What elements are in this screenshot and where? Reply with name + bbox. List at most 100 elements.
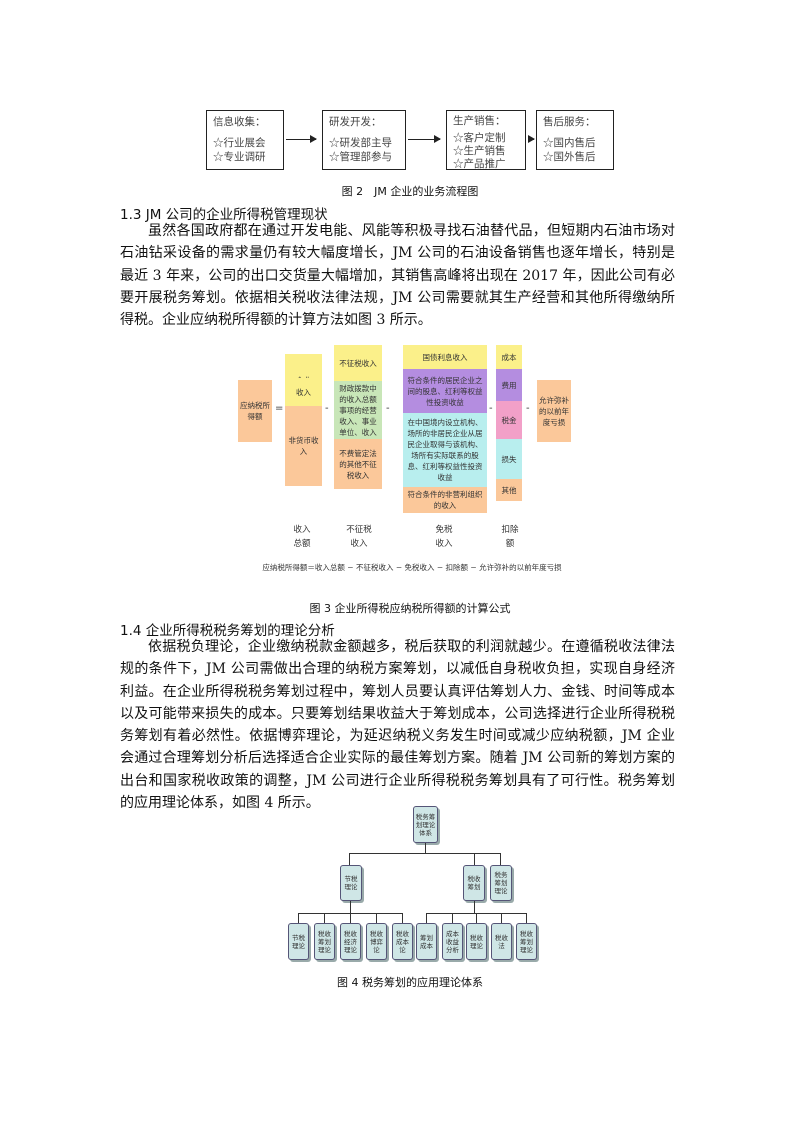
section-13-heading: 1.3 JM 公司的企业所得税管理现状 xyxy=(120,207,328,223)
fig4-connector xyxy=(452,913,453,923)
fig2-caption: 图 2 JM 企业的业务流程图 xyxy=(341,185,479,198)
fig3-text: 国债利息收入 xyxy=(422,352,468,362)
fig4-text: 税收筹划 xyxy=(467,875,481,891)
fig3-col3-d: 符合条件的非营利组织的收入 xyxy=(403,487,487,513)
fig3-col3-b: 符合条件的居民企业之间的股息、红利等权益性投资收益 xyxy=(403,369,487,413)
fig3-text: 财政拨款中的收入总额事项的经营收入、事业单位、收入 xyxy=(339,383,377,437)
fig3-col-label: 收入 总额 xyxy=(293,525,311,549)
fig3-col3-c: 在中国境内设立机构、场所的非居民企业从居民企业取得与该机构、场所有实际联系的股息… xyxy=(403,413,487,487)
fig3-caption: 图 3 企业所得税应纳税所得额的计算公式 xyxy=(309,602,511,615)
fig4-mid-node: 税收筹划 xyxy=(463,865,485,901)
fig3-result-box: 应纳税所得额 xyxy=(238,380,272,442)
flow-item: ☆研发部主导 xyxy=(329,137,392,149)
fig4-text: 税务筹划理论 xyxy=(494,871,508,895)
fig4-text: 税收筹划理论 xyxy=(318,929,331,954)
fig3-formula-line: 应纳税所得额＝收入总额 − 不征税收入 − 免税收入 − 扣除额 − 允许弥补的… xyxy=(262,563,562,572)
fig4-text: 税收经济理论 xyxy=(344,929,357,954)
fig4-mid-node: 节税理论 xyxy=(340,865,362,901)
fig4-text: 税收成本论 xyxy=(396,929,409,954)
fig3-op-minus: - xyxy=(386,403,390,414)
fig4-text: 税收法 xyxy=(495,933,508,950)
fig4-leaf-node: 税收筹划理论 xyxy=(516,923,537,960)
flow-box-rd: 研发开发： ☆研发部主导 ☆管理部参与 xyxy=(322,110,406,170)
fig4-text: 税收筹划理论 xyxy=(520,929,533,954)
fig3-text: 成本 xyxy=(501,352,517,362)
fig4-connector xyxy=(526,913,527,923)
fig4-connector xyxy=(350,901,351,913)
fig3-text: 非货币收入 xyxy=(288,436,319,456)
fig4-connector xyxy=(349,853,501,854)
fig3-col2-bottom: 不费管定法的其他不征税收入 xyxy=(334,439,382,489)
section-14-paragraph: 依据税负理论，企业缴纳税款金额越多，税后获取的利润就越少。在遵循税收法律法规的条… xyxy=(120,639,675,812)
fig4-connector xyxy=(426,913,427,923)
flow-box-title: 信息收集： xyxy=(213,116,266,128)
flow-item: ☆专业调研 xyxy=(213,151,266,163)
fig4-connector xyxy=(474,853,475,865)
section-14-heading: 1.4 企业所得税税务筹划的理论分析 xyxy=(120,623,335,639)
flow-item: ☆产品推广 xyxy=(453,158,506,170)
fig3-col-label: 扣除 额 xyxy=(501,525,519,549)
fig4-connector xyxy=(501,913,502,923)
fig3-text: 不征税收入 xyxy=(339,358,377,368)
fig3-col4-other: 其他 xyxy=(496,479,522,501)
fig4-leaf-node: 税收经济理论 xyxy=(340,923,361,960)
fig4-text: 节税理论 xyxy=(292,933,305,950)
fig3-col1-bottom: 非货币收入 xyxy=(285,406,322,486)
fig3-col2-top: 不征税收入 xyxy=(334,345,382,381)
flow-item: ☆行业展会 xyxy=(213,137,266,149)
fig4-connector xyxy=(298,913,299,923)
fig4-text: 成本收益分析 xyxy=(446,929,459,954)
fig4-root-node: 税务筹划理论体系 xyxy=(413,806,438,843)
fig3-col3-a: 国债利息收入 xyxy=(403,345,487,369)
flow-item: ☆客户定制 xyxy=(453,132,506,144)
flow-box-info: 信息收集： ☆行业展会 ☆专业调研 xyxy=(206,110,284,170)
fig3-text: 符合条件的非营利组织的收入 xyxy=(407,490,483,510)
fig4-connector xyxy=(476,913,477,923)
fig4-leaf-node: 税收法 xyxy=(491,923,512,960)
flow-arrow xyxy=(286,135,317,143)
fig3-text: 税金 xyxy=(501,415,517,425)
fig4-text: 节税理论 xyxy=(344,875,358,891)
fig3-col4-tax: 税金 xyxy=(496,401,522,439)
fig4-connector xyxy=(376,913,377,923)
flow-box-title: 售后服务： xyxy=(543,116,596,128)
fig3-op-minus: - xyxy=(489,403,493,414)
fig4-leaf-node: 筹划成本 xyxy=(416,923,437,960)
fig3-col4-cost: 成本 xyxy=(496,345,522,369)
fig4-leaf-node: 税收理论 xyxy=(466,923,487,960)
fig4-connector xyxy=(474,901,475,913)
fig4-leaf-node: 成本收益分析 xyxy=(442,923,463,960)
fig4-connector xyxy=(425,843,426,853)
fig4-leaf-node: 税收筹划理论 xyxy=(314,923,335,960)
fig3-text: 损失 xyxy=(501,454,517,464)
fig3-col4-loss: 损失 xyxy=(496,439,522,479)
fig4-caption: 图 4 税务筹划的应用理论体系 xyxy=(337,976,483,989)
fig3-op-equals: = xyxy=(275,403,284,414)
fig3-text: 不费管定法的其他不征税收入 xyxy=(339,448,377,480)
flow-box-title: 研发开发： xyxy=(329,116,382,128)
fig3-result-label: 应纳税所得额 xyxy=(240,401,270,421)
flow-box-title: 生产销售： xyxy=(453,115,506,127)
fig4-connector xyxy=(349,853,350,865)
section-13-paragraph: 虽然各国政府都在通过开发电能、风能等积极寻找石油替代品，但短期内石油市场对石油钻… xyxy=(120,223,675,329)
fig3-col-label: 免税 收入 xyxy=(435,525,453,549)
fig4-leaf-node: 税收成本论 xyxy=(392,923,413,960)
fig3-col2-mid: 财政拨款中的收入总额事项的经营收入、事业单位、收入 xyxy=(334,381,382,439)
flow-item: ☆生产销售 xyxy=(453,145,506,157)
fig3-loss-box: 允许弥补的以前年度亏损 xyxy=(537,380,571,442)
flow-arrow xyxy=(528,135,535,143)
fig3-text: 允许弥补的以前年度亏损 xyxy=(539,395,569,427)
flow-arrow xyxy=(408,135,441,143)
fig3-text: 符合条件的居民企业之间的股息、红利等权益性投资收益 xyxy=(407,375,483,407)
flow-item: ☆管理部参与 xyxy=(329,151,392,163)
flow-box-production: 生产销售： ☆客户定制 ☆生产销售 ☆产品推广 xyxy=(446,110,526,170)
fig4-mid-node: 税务筹划理论 xyxy=(490,865,512,901)
fig4-leaf-node: 节税理论 xyxy=(288,923,309,960)
flow-item: ☆国外售后 xyxy=(543,151,596,163)
fig4-connector xyxy=(500,853,501,865)
fig4-text: 税收理论 xyxy=(470,933,483,950)
fig3-col1-mid: 收入 xyxy=(285,378,322,406)
fig3-text: 其他 xyxy=(501,485,517,495)
fig4-text: 筹划成本 xyxy=(420,933,433,950)
fig4-connector xyxy=(324,913,325,923)
